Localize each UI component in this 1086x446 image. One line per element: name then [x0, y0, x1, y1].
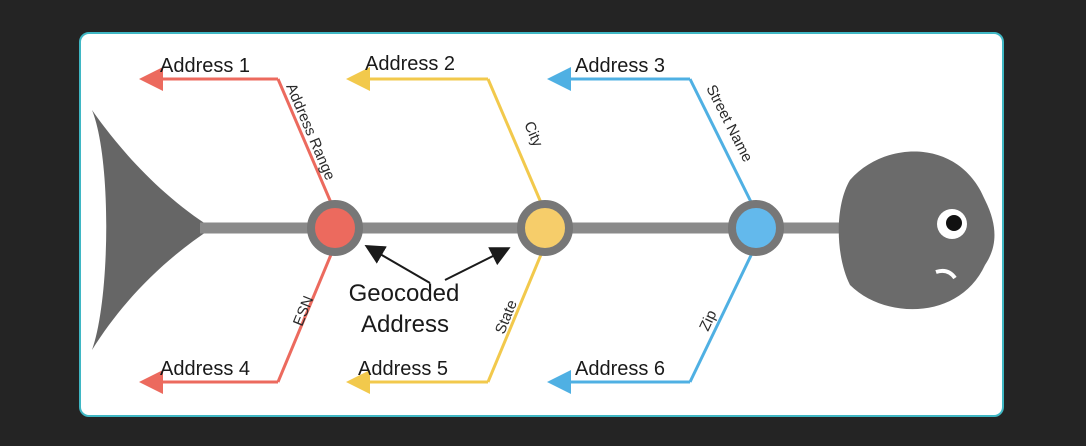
bone-street-name	[688, 78, 758, 213]
city-label: City	[520, 119, 546, 150]
address-4-label: Address 4	[160, 358, 250, 380]
bone-esn	[276, 244, 337, 383]
fish-mouth	[935, 268, 957, 280]
geocoded-label-line2: Address	[361, 311, 449, 338]
arrow-to-red-node	[364, 244, 431, 284]
esn-label: ESN	[290, 294, 317, 329]
address-6-label: Address 6	[575, 358, 665, 380]
node-yellow	[517, 200, 573, 256]
bone-address-range	[276, 78, 337, 213]
address-1-label: Address 1	[160, 55, 250, 77]
geocoded-label-line1: Geocoded	[349, 280, 460, 307]
fish-tail	[92, 110, 212, 350]
node-red	[307, 200, 363, 256]
address-range-label: Address Range	[282, 81, 338, 183]
address-5-label: Address 5	[358, 358, 448, 380]
address-3-label: Address 3	[575, 55, 665, 77]
fish-eye-pupil	[946, 215, 962, 231]
fish-head	[838, 151, 995, 310]
address-2-label: Address 2	[365, 53, 455, 75]
bone-city	[486, 78, 547, 213]
bone-zip	[688, 244, 758, 383]
node-blue	[728, 200, 784, 256]
arrow-to-yellow-node	[444, 247, 511, 281]
bone-state	[486, 244, 547, 383]
